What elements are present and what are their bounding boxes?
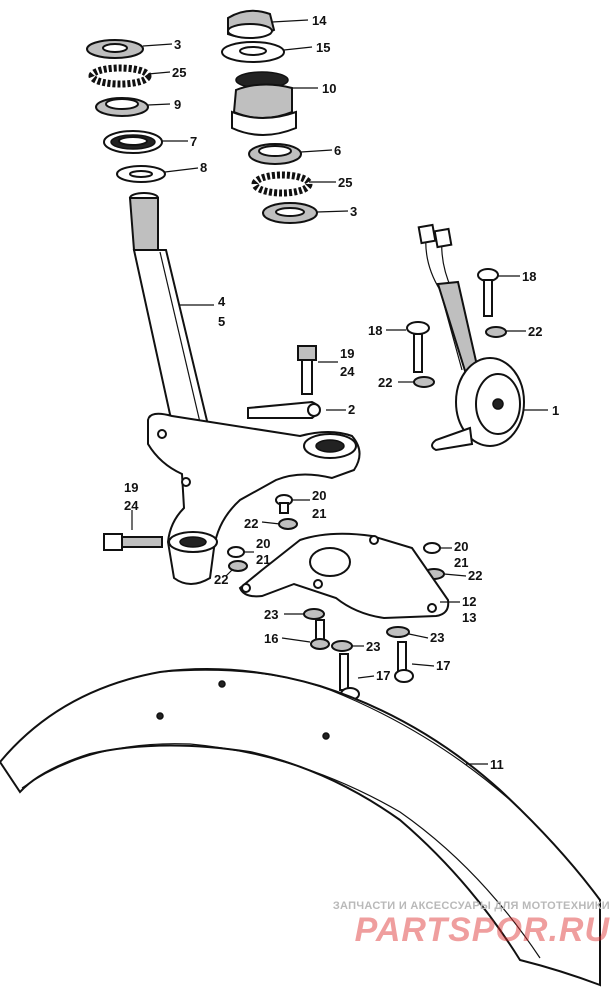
bolt-18-left [406, 321, 430, 373]
callout-21-left: 21 [256, 552, 270, 567]
steel-ball-25-right [251, 171, 313, 197]
callout-24-top: 24 [340, 364, 355, 379]
bolt-19-top [297, 345, 317, 395]
washer-15 [221, 41, 285, 63]
washer-8 [116, 165, 166, 183]
top-cone-race-9 [95, 97, 149, 117]
washer-22-left [413, 376, 435, 388]
callout-7: 7 [190, 134, 197, 149]
callout-19-left: 19 [124, 480, 138, 495]
callout-labels: 14 3 15 25 10 9 7 6 8 25 3 18 4 5 18 22 … [124, 13, 559, 772]
callout-3-top-left: 3 [174, 37, 181, 52]
washer-22-right [485, 326, 507, 338]
fender-bracket-12-13 [238, 532, 450, 620]
callout-22-left: 22 [214, 572, 228, 587]
callout-9: 9 [174, 97, 181, 112]
callout-2: 2 [348, 402, 355, 417]
callout-11: 11 [490, 757, 504, 772]
callout-17-left: 17 [376, 668, 390, 683]
bolt-19-left [103, 533, 163, 551]
watermark-site: PARTSPOR.RU [354, 911, 610, 949]
screw-20-left [227, 546, 248, 572]
dust-seal-3-right [262, 202, 318, 224]
cable-clamp-2 [247, 400, 321, 419]
callout-8: 8 [200, 160, 207, 175]
callout-23-b: 23 [366, 639, 380, 654]
steering-stem-4-5 [128, 192, 216, 462]
stem-nut-14 [227, 9, 276, 39]
callout-4: 4 [218, 294, 226, 309]
callout-18-right: 18 [522, 269, 536, 284]
front-fender-11 [0, 668, 601, 987]
bottom-ball-race-7 [103, 130, 163, 154]
bolt-18-right [477, 268, 499, 317]
callout-19-top: 19 [340, 346, 354, 361]
callout-22-right: 22 [468, 568, 482, 583]
callout-10: 10 [322, 81, 336, 96]
steel-ball-25-left [88, 64, 152, 88]
washer-23-b [331, 640, 353, 652]
callout-18-left: 18 [368, 323, 382, 338]
callout-23-a: 23 [264, 607, 278, 622]
leader-lines [131, 19, 548, 765]
callout-20-left: 20 [256, 536, 270, 551]
callout-20-right: 20 [454, 539, 468, 554]
bolt-16 [310, 619, 330, 650]
steering-top-cone-10 [231, 71, 297, 136]
callout-13: 13 [462, 610, 476, 625]
callout-24-left: 24 [124, 498, 139, 513]
callout-20-center: 20 [312, 488, 326, 503]
callout-22-horn-right: 22 [528, 324, 542, 339]
callout-22-horn-left: 22 [378, 375, 392, 390]
callout-21-right: 21 [454, 555, 468, 570]
screw-20-center [275, 494, 293, 514]
washer-23-c [386, 626, 410, 638]
callout-23-c: 23 [430, 630, 444, 645]
callout-15: 15 [316, 40, 330, 55]
callout-16: 16 [264, 631, 278, 646]
callout-5: 5 [218, 314, 225, 329]
callout-12: 12 [462, 594, 476, 609]
callout-17-right: 17 [436, 658, 450, 673]
bottom-bridge [147, 412, 361, 585]
washer-22-center [278, 518, 298, 530]
horn-1 [417, 223, 525, 452]
washer-23-a [303, 608, 325, 620]
callout-14: 14 [312, 13, 327, 28]
watermark-tagline: ЗАПЧАСТИ И АКСЕССУАРЫ ДЛЯ МОТОТЕХНИКИ [332, 900, 610, 912]
callout-21-center: 21 [312, 506, 326, 521]
callout-25-left: 25 [172, 65, 186, 80]
top-ball-race-6 [248, 143, 302, 165]
watermark: ЗАПЧАСТИ И АКСЕССУАРЫ ДЛЯ МОТОТЕХНИКИ PA… [300, 900, 610, 948]
callout-25-right: 25 [338, 175, 352, 190]
callout-6: 6 [334, 143, 341, 158]
callout-3-right: 3 [350, 204, 357, 219]
callout-22-center: 22 [244, 516, 258, 531]
bolt-17-right [394, 641, 414, 683]
callout-1: 1 [552, 403, 559, 418]
dust-seal-3-left [86, 39, 144, 59]
